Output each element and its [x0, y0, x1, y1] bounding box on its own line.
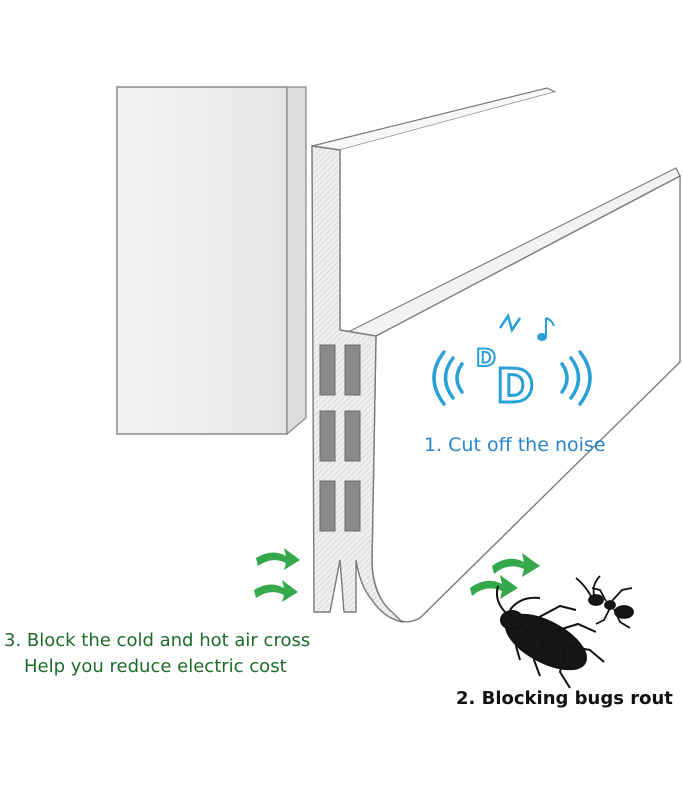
- air-label-line1: 3. Block the cold and hot air cross: [4, 630, 311, 651]
- cockroach-icon: [495, 585, 605, 689]
- noise-label: 1. Cut off the noise: [424, 434, 606, 456]
- airflow-arrow-icon: [254, 548, 300, 602]
- noise-letters-icon: D D: [475, 313, 536, 415]
- svg-text:D: D: [496, 359, 534, 413]
- air-label-line2: Help you reduce electric cost: [24, 656, 287, 677]
- svg-text:D: D: [476, 344, 496, 372]
- sound-waves-icon: [432, 350, 592, 406]
- airflow-arrow-icon: [470, 553, 540, 599]
- seal-profile: [311, 145, 405, 624]
- bugs-label: 2. Blocking bugs rout: [456, 688, 673, 709]
- ant-icon: [575, 575, 634, 629]
- door-panel: [116, 86, 307, 436]
- music-note-icon: [537, 317, 555, 341]
